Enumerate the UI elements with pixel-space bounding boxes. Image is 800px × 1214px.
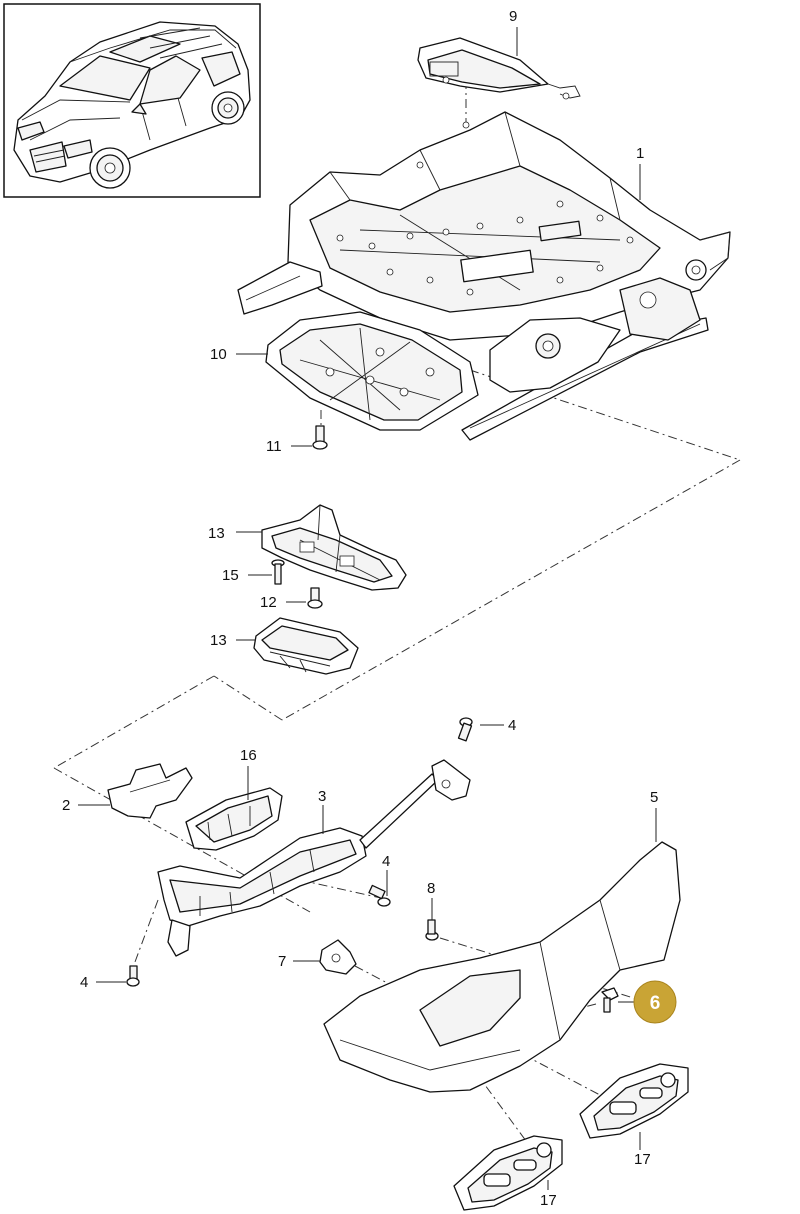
- screw-4-middle: [368, 884, 391, 907]
- part-15-bracket: [261, 504, 407, 591]
- callout-4-lower: 4: [80, 974, 88, 991]
- callout-16: 13: [210, 632, 227, 649]
- vehicle-suv-icon: [13, 21, 251, 189]
- part-17-support: [185, 787, 283, 851]
- callout-4-top: 4: [508, 717, 516, 734]
- callout-6-highlight[interactable]: 6: [633, 980, 677, 1024]
- part-10-switch-panel: [453, 1135, 563, 1211]
- part-1-seat-frame: [237, 111, 731, 441]
- part-2-clip: [107, 763, 193, 819]
- callout-3: 3: [318, 788, 326, 805]
- callout-7: 7: [278, 953, 286, 970]
- callout-4-middle: 4: [382, 853, 390, 870]
- callout-13-lower: 12: [260, 594, 277, 611]
- callout-10: 17: [540, 1192, 557, 1209]
- callout-12: 10: [210, 346, 227, 363]
- part-7-bracket: [319, 939, 357, 975]
- screw-4-lower: [126, 965, 140, 987]
- callout-15: 13: [208, 525, 225, 542]
- callout-5: 5: [650, 789, 658, 806]
- part-3-adjuster: [157, 759, 471, 957]
- callout-9: 17: [634, 1151, 651, 1168]
- part-12-plate: [265, 311, 479, 431]
- part-8-screw: [425, 919, 439, 941]
- part-16-control-unit: [253, 617, 359, 675]
- callout-17-upper: 15: [222, 567, 239, 584]
- part-11-cover: [417, 37, 581, 100]
- vehicle-inset: [3, 3, 261, 198]
- callout-11: 9: [509, 8, 517, 25]
- part-9-switch-panel: [579, 1063, 689, 1139]
- part-6-screw: [601, 987, 619, 1013]
- callout-1: 1: [636, 145, 644, 162]
- screw-17-upper: [271, 559, 285, 585]
- leader-lines: [78, 27, 657, 1190]
- callout-17-lower: 16: [240, 747, 257, 764]
- part-5-side-trim: [323, 841, 681, 1093]
- callout-2: 2: [62, 797, 70, 814]
- callout-13-upper: 11: [266, 438, 282, 455]
- screw-13-upper: [312, 425, 328, 450]
- callout-6: 6: [650, 993, 661, 1014]
- callouts: 9 1 10 11 13 15 12 13 4 16 2 3 5 4 8 7 4…: [62, 8, 658, 1209]
- screw-4-top: [457, 717, 473, 742]
- screw-13-lower: [307, 587, 323, 609]
- callout-8: 8: [427, 880, 435, 897]
